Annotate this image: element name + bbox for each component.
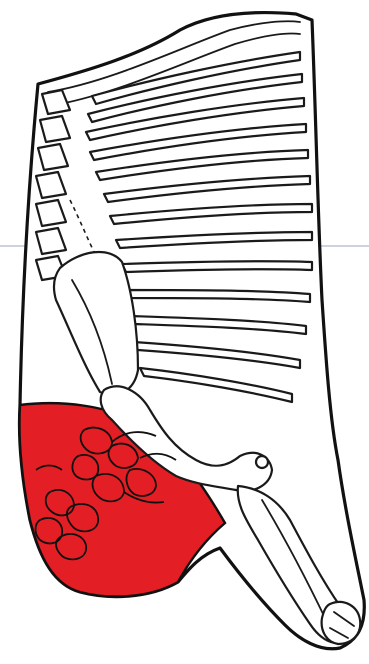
rib	[122, 261, 312, 272]
carpal-bones	[322, 602, 361, 644]
elbow-joint	[256, 456, 268, 468]
